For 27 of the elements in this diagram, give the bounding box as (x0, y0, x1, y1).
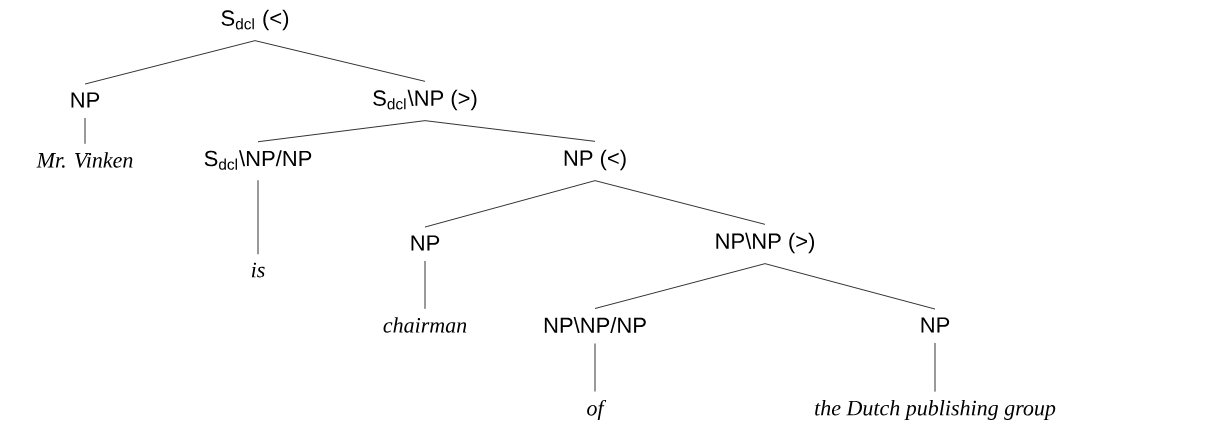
tree-branch (257, 120, 426, 143)
tree-branch (594, 180, 766, 225)
category-label: NP (921, 317, 950, 333)
category-label: NP\NP/NP (544, 316, 646, 334)
category-label: NP (71, 92, 100, 108)
tree-branch (424, 120, 596, 142)
tree-branch (84, 117, 86, 145)
category-label: NP\NP (>) (716, 232, 815, 254)
tree-branch (764, 263, 936, 310)
category-label: S$_{dcl}$ (<) (221, 9, 289, 31)
tree-branch (254, 40, 426, 82)
category-label: NP (<) (564, 149, 626, 171)
word-label: the Dutch publishing group (815, 400, 1056, 420)
tree-branch (84, 40, 256, 85)
category-label: S$_{dcl}$\NP (>) (373, 89, 477, 111)
word-label: is (251, 262, 265, 278)
word-label: of (587, 399, 607, 421)
tree-branch (594, 263, 766, 309)
tree-branch (257, 179, 259, 255)
category-label: S$_{dcl}$\NP/NP (204, 150, 312, 170)
tree-branch (424, 260, 426, 310)
tree-branch (424, 180, 596, 228)
tree-branch (934, 342, 936, 393)
word-label: Mr. Vinken (36, 152, 133, 168)
tree-branch (594, 343, 596, 392)
category-label: NP (411, 235, 440, 251)
word-label: chairman (383, 317, 467, 333)
